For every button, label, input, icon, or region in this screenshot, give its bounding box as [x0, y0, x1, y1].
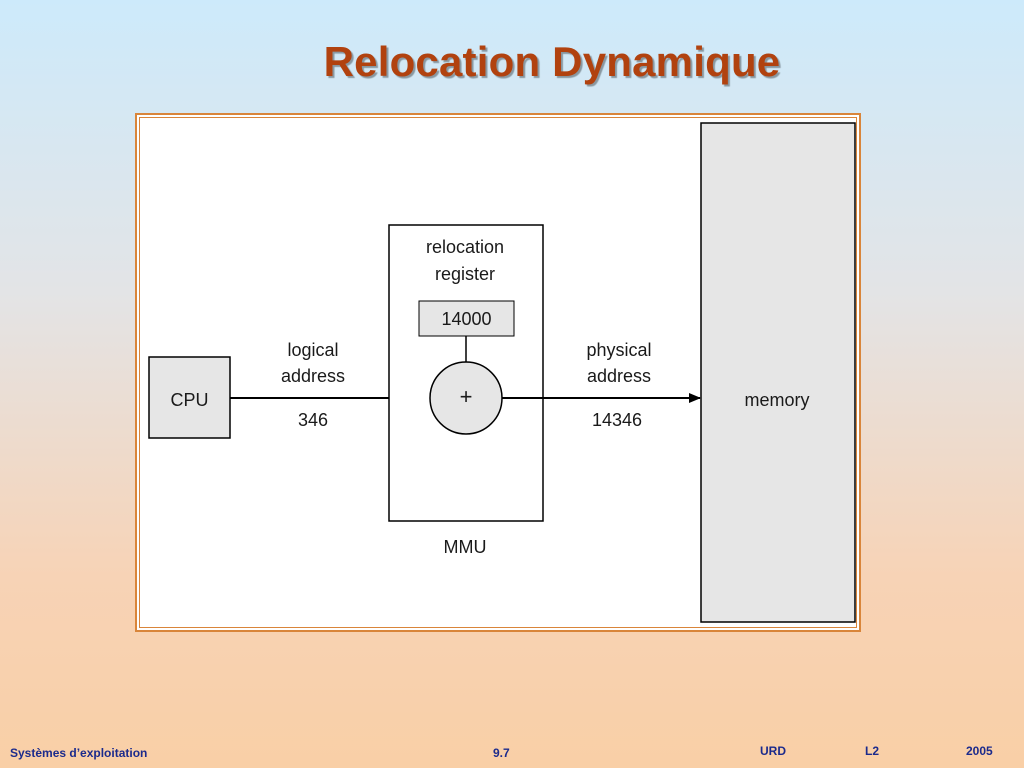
physical-address-value: 14346	[592, 410, 642, 430]
footer-page-number: 9.7	[493, 746, 510, 760]
relocation-register-label-line2: register	[435, 264, 495, 284]
cpu-box	[148, 356, 231, 439]
relocation-register-box	[418, 300, 515, 337]
logical-address-value: 346	[298, 410, 328, 430]
relocation-register-label-line1: relocation	[426, 237, 504, 257]
adder-symbol: +	[460, 384, 473, 409]
footer-year: 2005	[966, 744, 993, 758]
memory-label: memory	[744, 390, 809, 410]
physical-address-label-line1: physical	[586, 340, 651, 360]
footer-course: Systèmes d’exploitation	[10, 746, 148, 760]
logical-address-label-line1: logical	[287, 340, 338, 360]
logical-address-label-line2: address	[281, 366, 345, 386]
relocation-register-value: 14000	[441, 309, 491, 329]
physical-address-label-line2: address	[587, 366, 651, 386]
slide-title: Relocation Dynamique	[323, 38, 781, 85]
mmu-label: MMU	[444, 537, 487, 557]
memory-box	[700, 122, 856, 623]
footer-university: URD	[760, 744, 786, 758]
footer-level: L2	[865, 744, 880, 758]
cpu-label: CPU	[170, 390, 208, 410]
